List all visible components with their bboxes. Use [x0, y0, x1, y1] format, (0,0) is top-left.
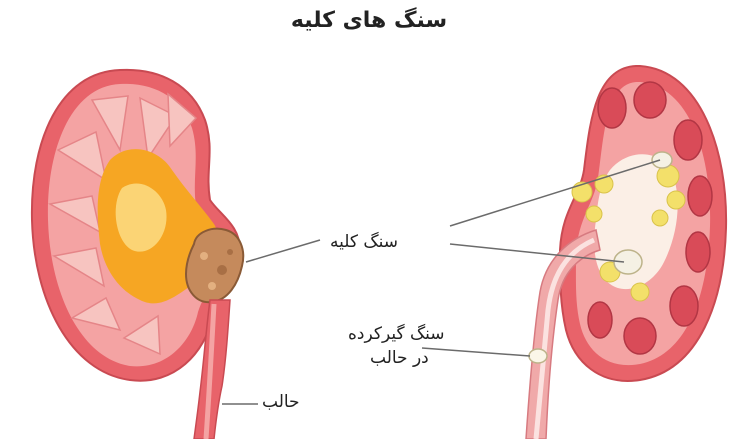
right-kidney [526, 66, 726, 439]
left-kidney [32, 70, 243, 439]
right-stone-upper-icon [652, 152, 672, 168]
stuck-stone-label-line1: سنگ گیرکرده [348, 324, 445, 344]
kidney-stone-icon [186, 229, 243, 302]
page-title: سنگ های کلیه [0, 8, 738, 33]
stuck-stone-label-line2: در حالب [370, 348, 429, 368]
kidney-stone-label: سنگ کلیه [330, 232, 398, 252]
ureter-stone-icon [529, 349, 547, 363]
ureter-label: حالب [262, 392, 300, 412]
